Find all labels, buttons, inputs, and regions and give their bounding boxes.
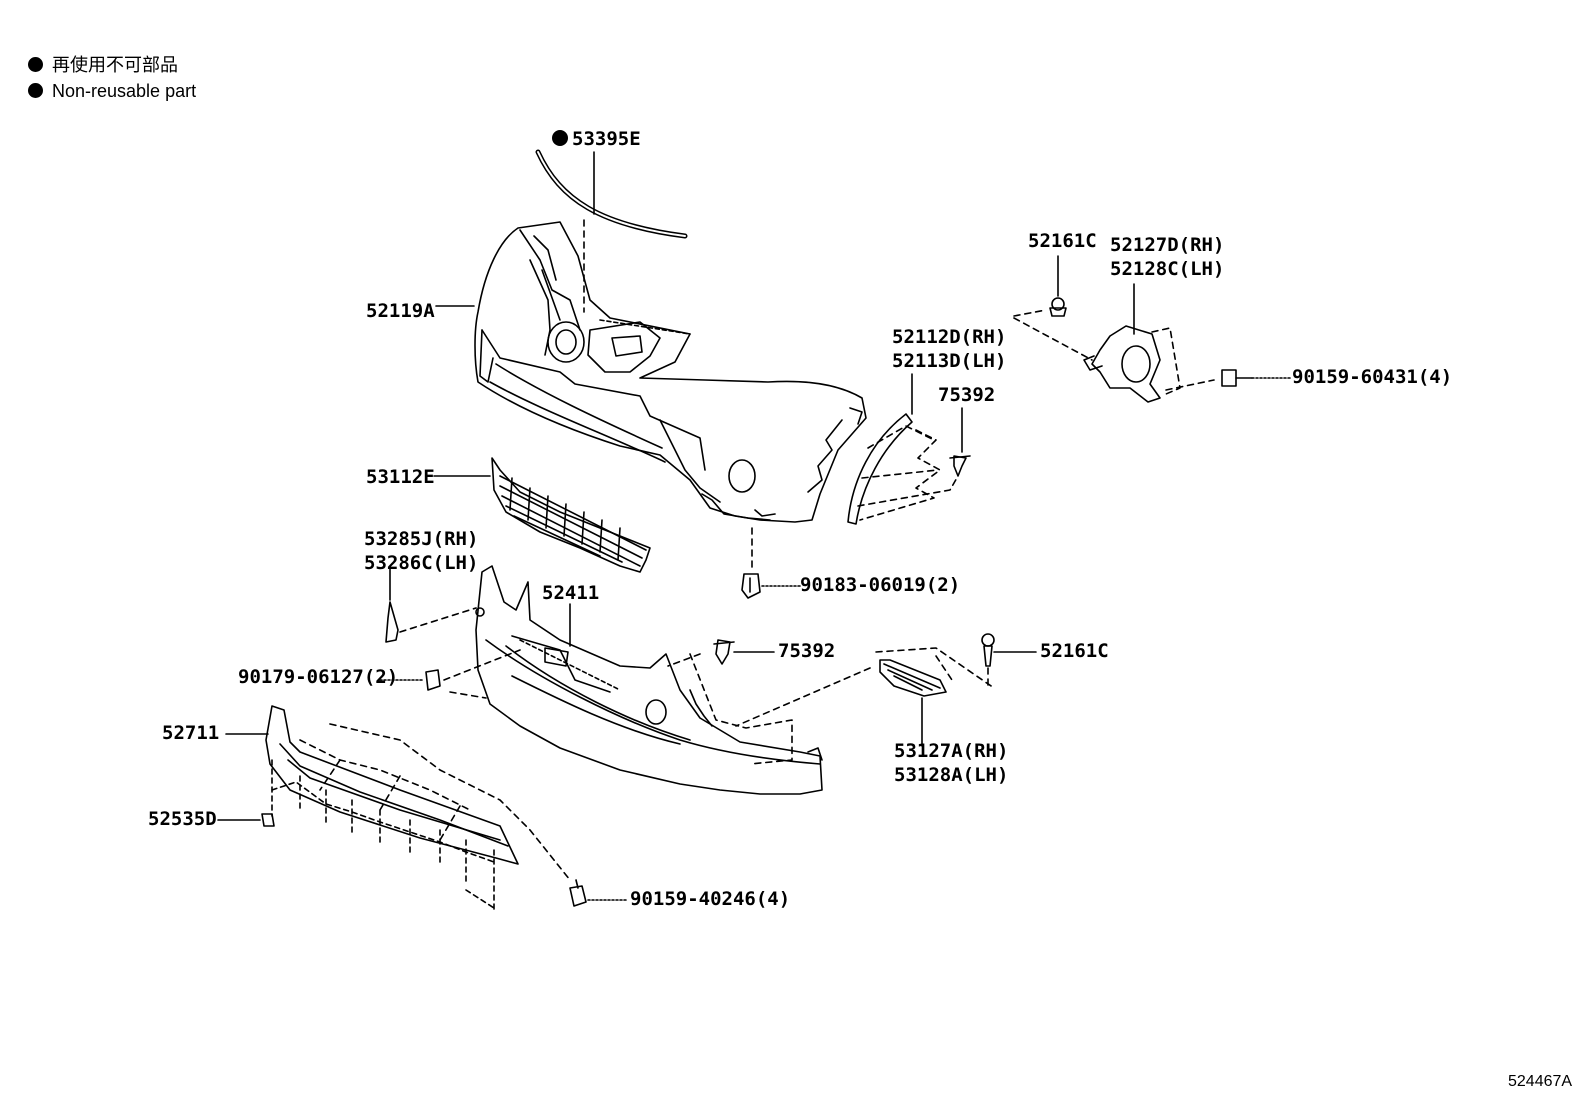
callout-52119a: 52119A — [366, 300, 435, 322]
callout-75392-mid: 75392 — [778, 640, 836, 662]
callout-53128a: 53128A(LH) — [894, 764, 1009, 786]
legend-text-jp: 再使用不可部品 — [52, 55, 178, 75]
callout-53127a: 53127A(RH) — [894, 740, 1009, 762]
bumper-cover-52119a — [475, 222, 866, 522]
bolt-90159-40246 — [570, 880, 586, 906]
clip-52535d — [262, 814, 274, 826]
lower-grille-53112e — [492, 458, 650, 572]
non-reusable-dot-icon — [28, 83, 43, 98]
legend-non-reusable-jp: 再使用不可部品 — [28, 56, 178, 74]
dash-52411-right — [690, 654, 792, 764]
callout-52161c-top: 52161C — [1028, 230, 1097, 252]
bolt-52161c-mid — [982, 634, 994, 666]
callout-53286c: 53286C(LH) — [364, 552, 479, 574]
bolt-52161c-top — [1050, 298, 1066, 316]
callout-90183-06019: 90183-06019(2) — [800, 574, 961, 596]
callout-90159-40246: 90159-40246(4) — [630, 888, 791, 910]
callout-53395e: 53395E — [552, 130, 641, 149]
side-grille-53127a — [736, 648, 994, 726]
callout-52161c-mid: 52161C — [1040, 640, 1109, 662]
dash-75392-mid — [668, 654, 700, 666]
callout-53112e: 53112E — [366, 466, 435, 488]
diagram-reference-number: 524467A — [1508, 1073, 1573, 1090]
fender-strip-52112d — [848, 414, 958, 524]
nut-90183-06019 — [742, 574, 760, 598]
callout-90159-60431: 90159-60431(4) — [1292, 366, 1453, 388]
spoiler-52711 — [266, 706, 570, 910]
callout-52112d: 52112D(RH) — [892, 326, 1007, 348]
molding-strip-53395e — [538, 152, 685, 236]
lower-bumper-52411 — [476, 566, 822, 794]
callout-90179-06127: 90179-06127(2) — [238, 666, 399, 688]
retainer-53285j — [386, 602, 398, 642]
non-reusable-dot-icon — [552, 130, 568, 146]
clip-75392-mid — [714, 640, 734, 664]
dash-53285j — [400, 608, 476, 632]
clip-75392-top — [950, 456, 970, 476]
callout-52535d: 52535D — [148, 808, 217, 830]
dash-90179-b — [450, 692, 486, 698]
callout-52711: 52711 — [162, 722, 220, 744]
legend-text-en: Non-reusable part — [52, 81, 197, 101]
bolt-90159-60431 — [1222, 370, 1252, 386]
non-reusable-dot-icon — [28, 57, 43, 72]
callout-53285j: 53285J(RH) — [364, 528, 479, 550]
dash-90179 — [444, 650, 520, 680]
callout-52411: 52411 — [542, 582, 600, 604]
callout-52128c: 52128C(LH) — [1110, 258, 1225, 280]
callout-75392-top: 75392 — [938, 384, 996, 406]
bracket-52127d — [1014, 310, 1214, 402]
callout-52113d: 52113D(LH) — [892, 350, 1007, 372]
nut-90179-06127 — [426, 670, 440, 690]
callout-52127d: 52127D(RH) — [1110, 234, 1225, 256]
legend-non-reusable-en: Non-reusable part — [28, 82, 196, 100]
